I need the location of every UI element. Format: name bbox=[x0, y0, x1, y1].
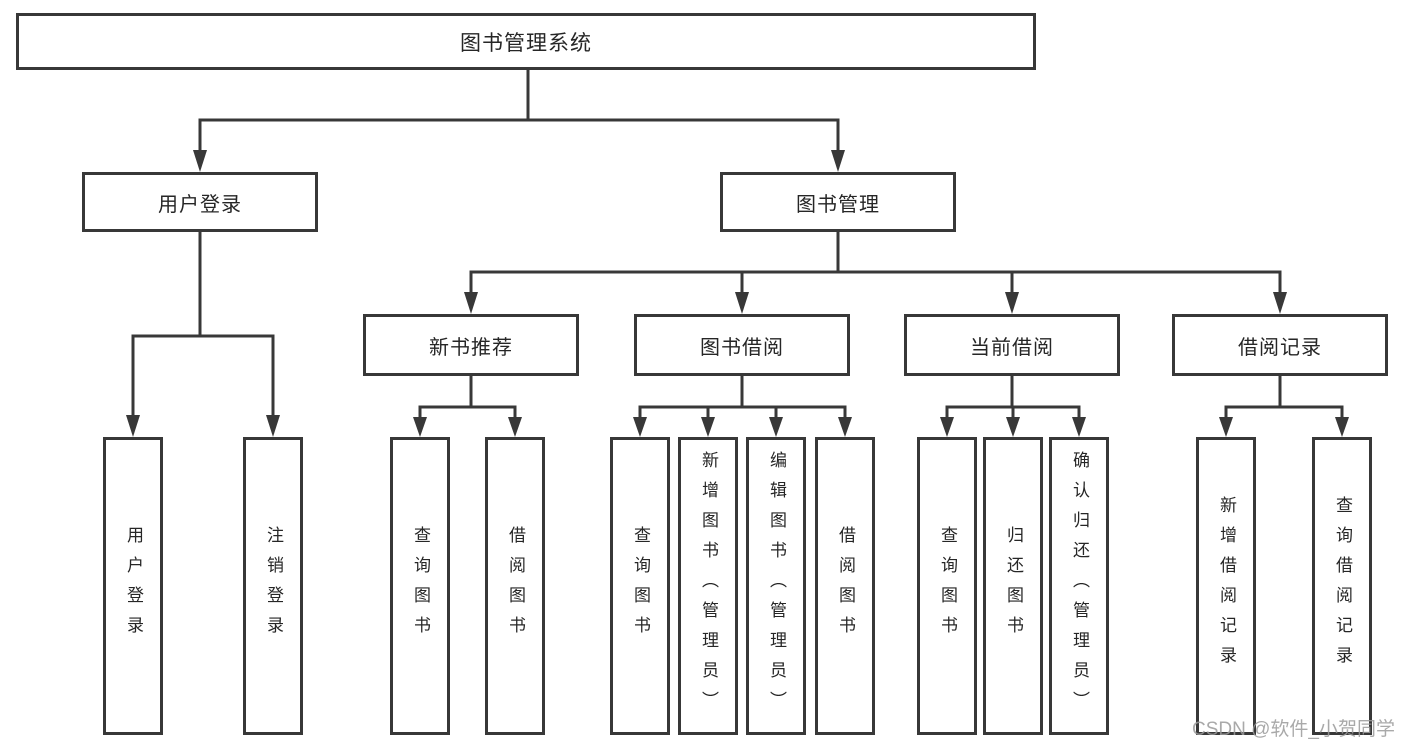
leaf-borrow-add-book-admin: 新增图书（管理员） bbox=[678, 437, 738, 735]
arrowheads-current-to-leaves bbox=[940, 417, 1086, 437]
connector-borrow-to-leaves bbox=[638, 374, 847, 421]
arrowheads-borrow-to-leaves bbox=[633, 417, 852, 437]
node-root-system: 图书管理系统 bbox=[16, 13, 1036, 70]
leaf-current-return-book: 归还图书 bbox=[983, 437, 1043, 735]
arrowheads-userlogin-to-leaves bbox=[126, 415, 280, 437]
leaf-borrow-query-book: 查询图书 bbox=[610, 437, 670, 735]
arrowheads-records-to-leaves bbox=[1219, 417, 1349, 437]
connector-userlogin-to-leaves bbox=[131, 230, 275, 419]
connector-records-to-leaves bbox=[1224, 374, 1344, 421]
node-book-management: 图书管理 bbox=[720, 172, 956, 232]
leaf-borrow-edit-book-admin: 编辑图书（管理员） bbox=[746, 437, 806, 735]
arrowheads-root-to-level2 bbox=[193, 150, 845, 172]
connector-current-to-leaves bbox=[945, 374, 1081, 421]
leaf-newbook-borrow-book: 借阅图书 bbox=[485, 437, 545, 735]
leaf-records-query-record: 查询借阅记录 bbox=[1312, 437, 1372, 735]
node-new-book-recommend: 新书推荐 bbox=[363, 314, 579, 376]
connector-newbook-to-leaves bbox=[418, 374, 517, 421]
leaf-current-query-book: 查询图书 bbox=[917, 437, 977, 735]
leaf-borrow-borrow-book: 借阅图书 bbox=[815, 437, 875, 735]
leaf-records-add-record: 新增借阅记录 bbox=[1196, 437, 1256, 735]
leaf-current-confirm-return-admin: 确认归还（管理员） bbox=[1049, 437, 1109, 735]
node-current-borrow: 当前借阅 bbox=[904, 314, 1120, 376]
node-borrow-records: 借阅记录 bbox=[1172, 314, 1388, 376]
arrowheads-bookmgmt-to-level3 bbox=[464, 292, 1287, 314]
connector-bookmgmt-to-level3 bbox=[469, 230, 1282, 296]
arrowheads-newbook-to-leaves bbox=[413, 417, 522, 437]
leaf-newbook-query-book: 查询图书 bbox=[390, 437, 450, 735]
node-user-login: 用户登录 bbox=[82, 172, 318, 232]
leaf-user-login: 用户登录 bbox=[103, 437, 163, 735]
node-book-borrow: 图书借阅 bbox=[634, 314, 850, 376]
leaf-logout: 注销登录 bbox=[243, 437, 303, 735]
watermark: CSDN @软件_小贺同学 bbox=[1192, 719, 1395, 740]
connector-root-to-level2 bbox=[198, 68, 840, 154]
